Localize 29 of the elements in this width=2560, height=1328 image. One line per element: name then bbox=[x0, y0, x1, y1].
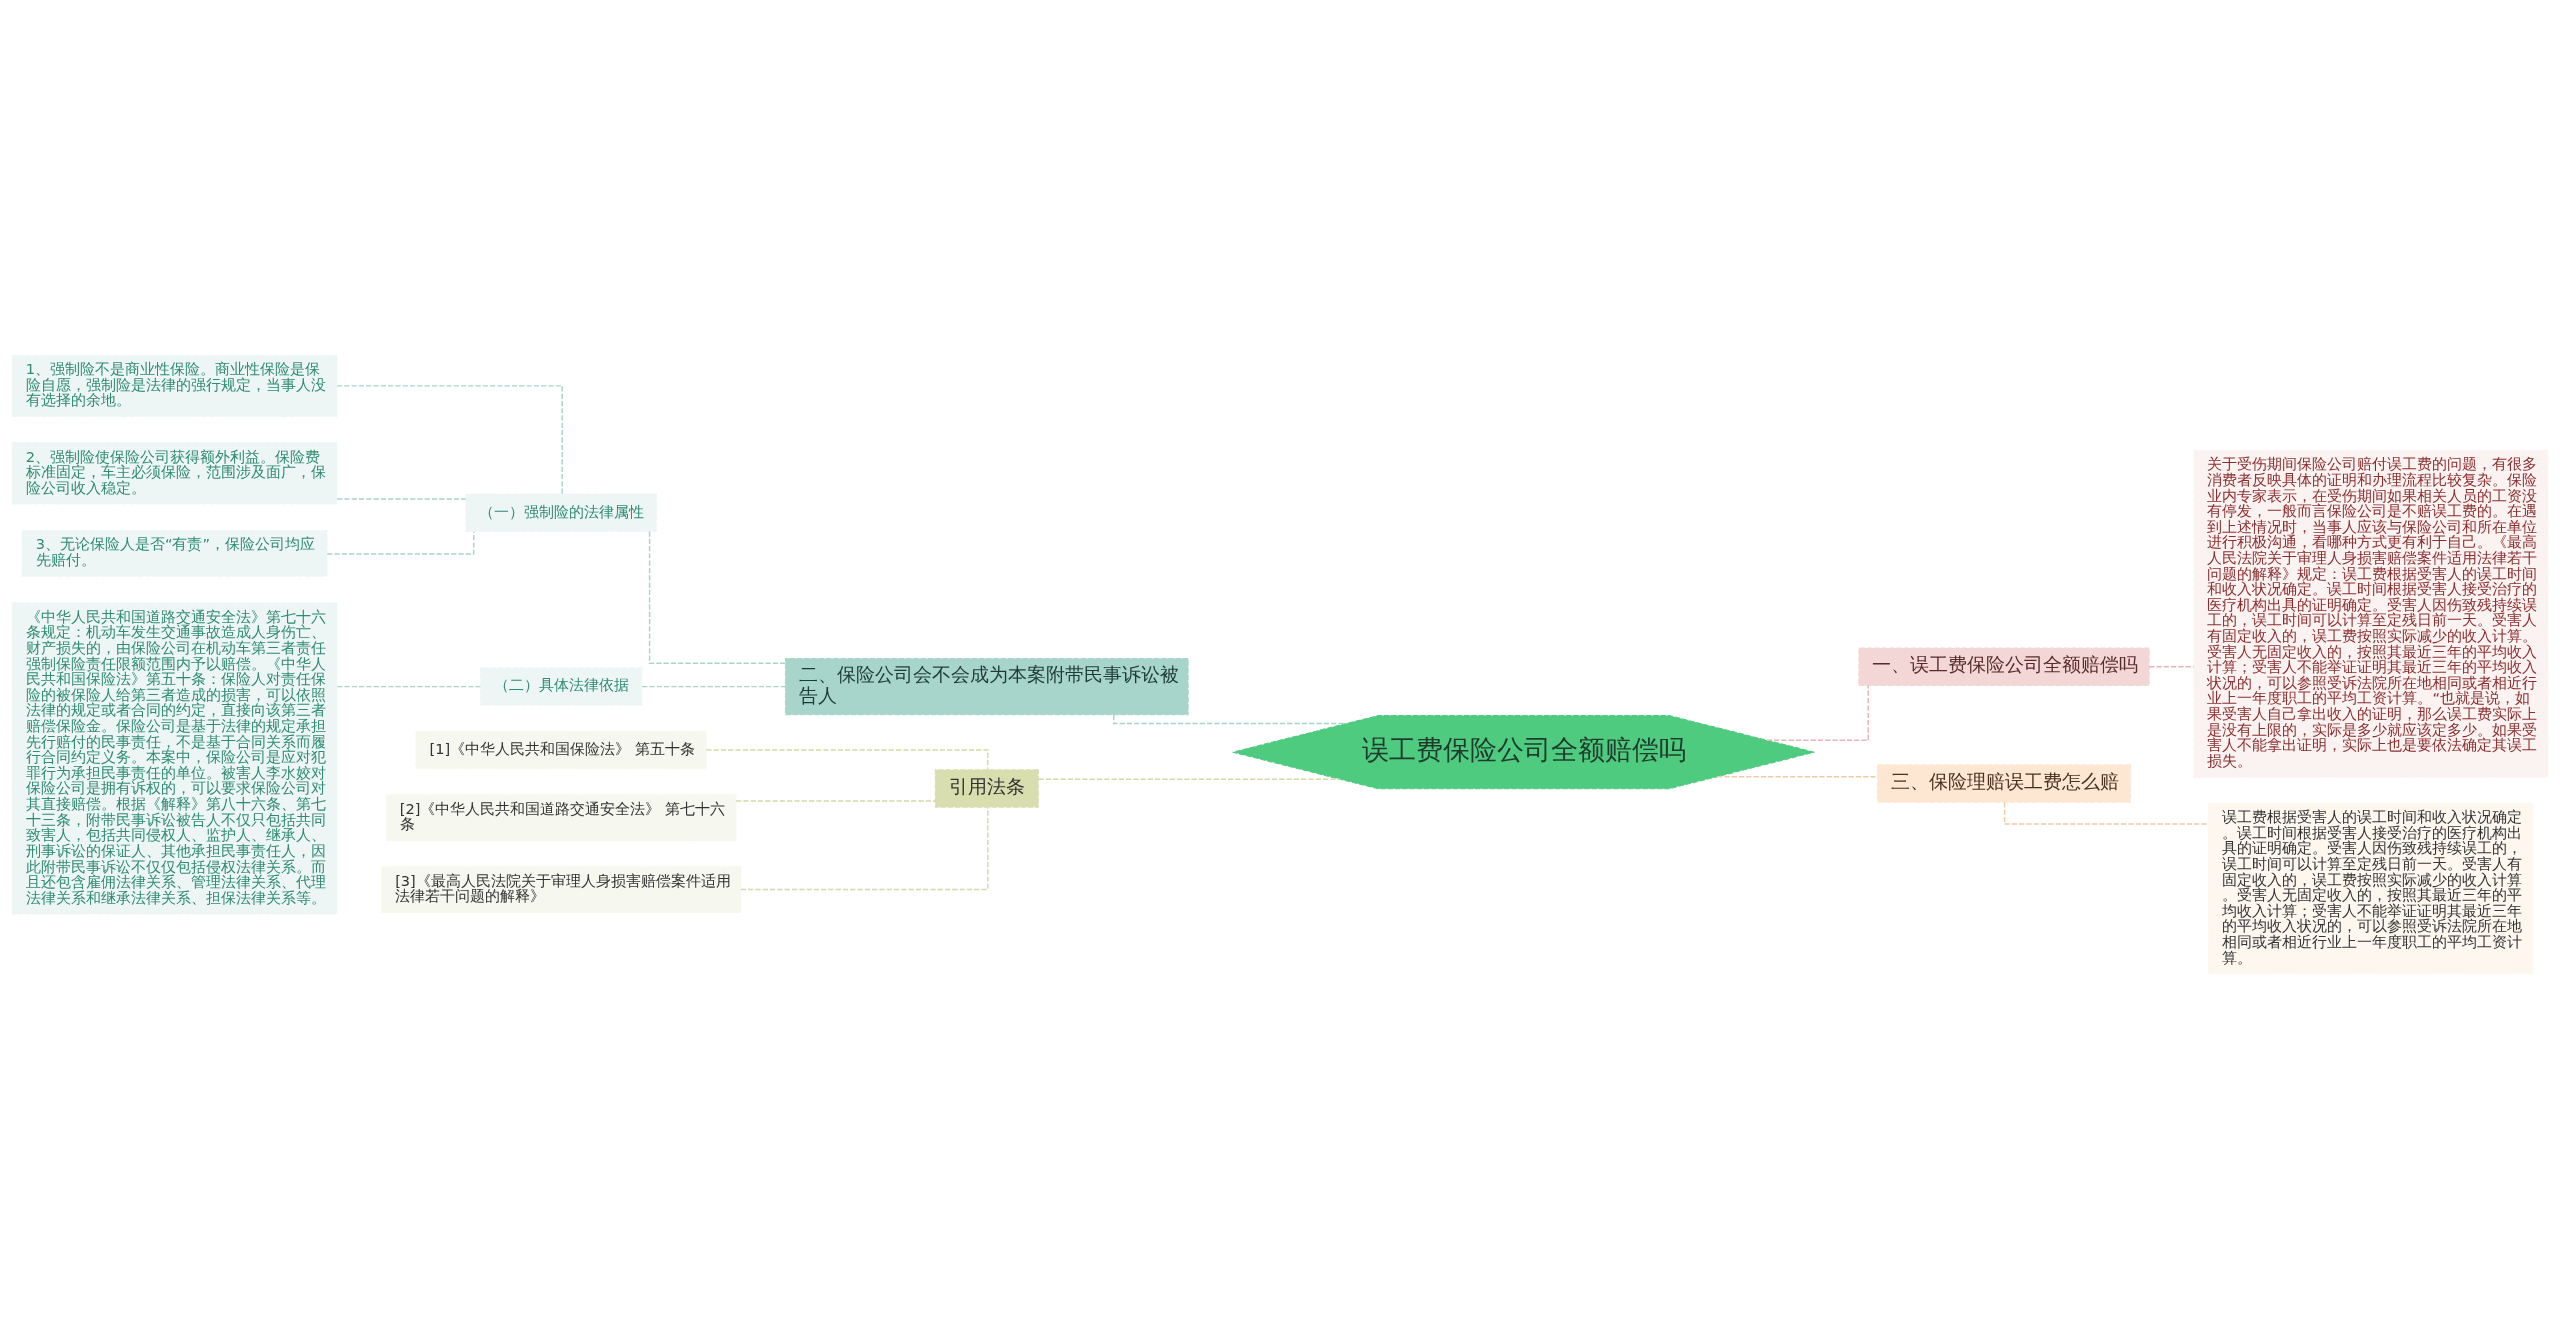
connector bbox=[1038, 778, 1341, 780]
node-box: 《中华人民共和国道路交通安全法》第七十六条规定：机动车发生交通事故造成人身伤亡、财产损失的，由保险公司在机动车第三者责任强制保险责任限额范围内予以赔偿。《中华人民共和国保险法》第五十条：保险人对责任保险的被保险人给第三者造成的损害，可以依照法律的规定或者合同的约定，直接向该第三者赔偿保险金。保险公司是基于法律的规定承担先行赔付的民事责任，不是基于合同关系而履行合同约定义务。本案中，保险公司是应对犯罪行为承担民事责任的单位。被害人李水姣对保险公司是拥有诉权的，可以要求保险公司对其直接赔偿。根据《解释》第八十六条、第七十三条，附带民事诉讼被告人不仅只包括共同致害人，包括共同侵权人、监护人、继承人、刑事诉讼的保证人、其他承担民事责任人，因此附带民事诉讼不仅仅包括侵权法律关系。而且还包含雇佣法律关系、管理法律关系、代理法律关系和继承法律关系、担保法律关系等。 bbox=[11, 601, 338, 914]
node-box: [1]《中华人民共和国保险法》 第五十条 bbox=[415, 730, 707, 769]
connector bbox=[336, 384, 563, 495]
connector bbox=[2003, 801, 2210, 825]
node-box: [3]《最高人民法院关于审理人身损害赔偿案件适用法律若干问题的解释》 bbox=[381, 865, 742, 913]
node-box: 二、保险公司会不会成为本案附带民事诉讼被告人 bbox=[784, 657, 1189, 715]
node-box: 三、保险理赔误工费怎么赔 bbox=[1877, 763, 2131, 803]
connector bbox=[641, 685, 787, 687]
node-box: 3、无论保险人是否“有责”，保险公司均应先赔付。 bbox=[21, 529, 328, 577]
node-box: 误工费根据受害人的误工时间和收入状况确定。误工时间根据受害人接受治疗的医疗机构出具的证明确定。受害人因伤致残持续误工的，误工时间可以计算至定残日前一天。受害人有固定收入的，误工费按照实际减少的收入计算。受害人无固定收入的，按照其最近三年的平均收入计算；受害人不能举证证明其最近三年的平均收入状况的，可以参照受诉法院所在地相同或者相近行业上一年度职工的平均工资计算。 bbox=[2208, 802, 2534, 974]
connector bbox=[735, 799, 936, 802]
node-box: 2、强制险使保险公司获得额外利益。保险费标准固定，车主必须保险，范围涉及面广，保险公司收入稳定。 bbox=[11, 441, 338, 504]
connector bbox=[1113, 713, 1347, 724]
node-box: 关于受伤期间保险公司赔付误工费的问题，有很多消费者反映具体的证明和办理流程比较复杂。保险业内专家表示，在受伤期间如果相关人员的工资没有停发，一般而言保险公司是不赔误工费的。在遇到上述情况时，当事人应该与保险公司和所在单位进行积极沟通，看哪种方式更有利于自己。《最高人民法院关于审理人身损害赔偿案件适用法律若干问题的解释》规定：误工费根据受害人的误工时间和收入状况确定。误工时间根据受害人接受治疗的医疗机构出具的证明确定。受害人因伤致残持续误工的，误工时间可以计算至定残日前一天。受害人有固定收入的，误工费按照实际减少的收入计算。受害人无固定收入的，按照其最近三年的平均收入计算；受害人不能举证证明其最近三年的平均收入状况的，可以参照受诉法院所在地相同或者相近行业上一年度职工的平均工资计算。“也就是说，如果受害人自己拿出收入的证明，那么误工费实际上是没有上限的，实际是多少就应该定多少。如果受害人不能拿出证明，实际上也是要依法确定其误工损失。 bbox=[2193, 449, 2549, 778]
node-box: [2]《中华人民共和国道路交通安全法》 第七十六条 bbox=[385, 793, 737, 841]
connector bbox=[705, 748, 989, 770]
node-box: 一、误工费保险公司全额赔偿吗 bbox=[1858, 647, 2150, 686]
node-box: （二）具体法律依据 bbox=[480, 666, 643, 706]
connector bbox=[2148, 665, 2195, 668]
node-box: （一）强制险的法律属性 bbox=[465, 493, 657, 532]
connector bbox=[1765, 684, 1869, 741]
connector bbox=[326, 530, 475, 555]
connector bbox=[648, 530, 787, 664]
node-box: 1、强制险不是商业性保险。商业性保险是保险自愿，强制险是法律的强行规定，当事人没有选择的余地。 bbox=[11, 354, 338, 417]
connector bbox=[740, 806, 989, 890]
connector bbox=[336, 497, 467, 500]
connector bbox=[336, 685, 482, 687]
node-box: 引用法条 bbox=[934, 768, 1039, 808]
